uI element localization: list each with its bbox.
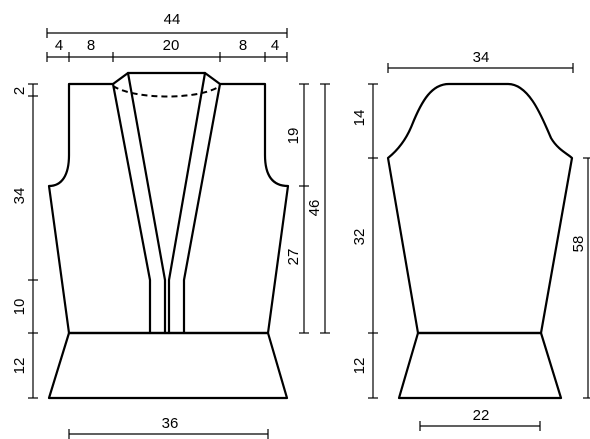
neck-band-left-inner	[126, 71, 167, 335]
neck-band-right-inner	[167, 71, 207, 335]
dim-neck-width: 20	[163, 37, 180, 54]
dim-sleeve-top-width: 34	[473, 49, 490, 66]
dim-shoulder-left: 4	[55, 37, 63, 54]
dim-sleeve-cuff-height: 12	[351, 358, 368, 375]
sleeve-dimensions: 34 14 32 12 58 22	[351, 49, 590, 431]
back-neck-dashed-line	[112, 85, 221, 98]
dim-hem-rise: 10	[11, 299, 28, 316]
dim-side-length: 34	[11, 188, 28, 205]
dim-shoulder-right-inner: 8	[239, 37, 247, 54]
dim-shoulder-drop: 2	[11, 87, 28, 95]
dim-sleeve-cuff-width: 22	[473, 407, 490, 424]
neck-band-right	[182, 82, 222, 335]
dim-hem-width: 36	[162, 415, 179, 432]
dim-neck-depth: 19	[285, 128, 302, 145]
dim-body-width-total: 44	[164, 11, 181, 28]
dim-sleeve-total-length: 58	[570, 236, 587, 253]
neck-band-left	[111, 82, 152, 335]
dim-body-band-height: 12	[11, 358, 28, 375]
body-waistband	[47, 331, 289, 400]
dim-shoulder-left-inner: 8	[87, 37, 95, 54]
dim-sleeve-cap-height: 14	[351, 110, 368, 127]
sleeve-outline	[386, 82, 574, 335]
body-dimensions: 44 4 8 20 8 4 2 34 10 12 19 27 46	[11, 11, 330, 439]
dim-front-length: 46	[306, 200, 323, 217]
body-piece	[47, 71, 290, 400]
sleeve-cuff	[397, 331, 563, 400]
dim-shoulder-right: 4	[271, 37, 279, 54]
body-outline	[47, 71, 290, 335]
sleeve-piece	[386, 82, 574, 400]
dim-v-depth: 27	[285, 249, 302, 266]
dim-sleeve-underarm-length: 32	[351, 229, 368, 246]
